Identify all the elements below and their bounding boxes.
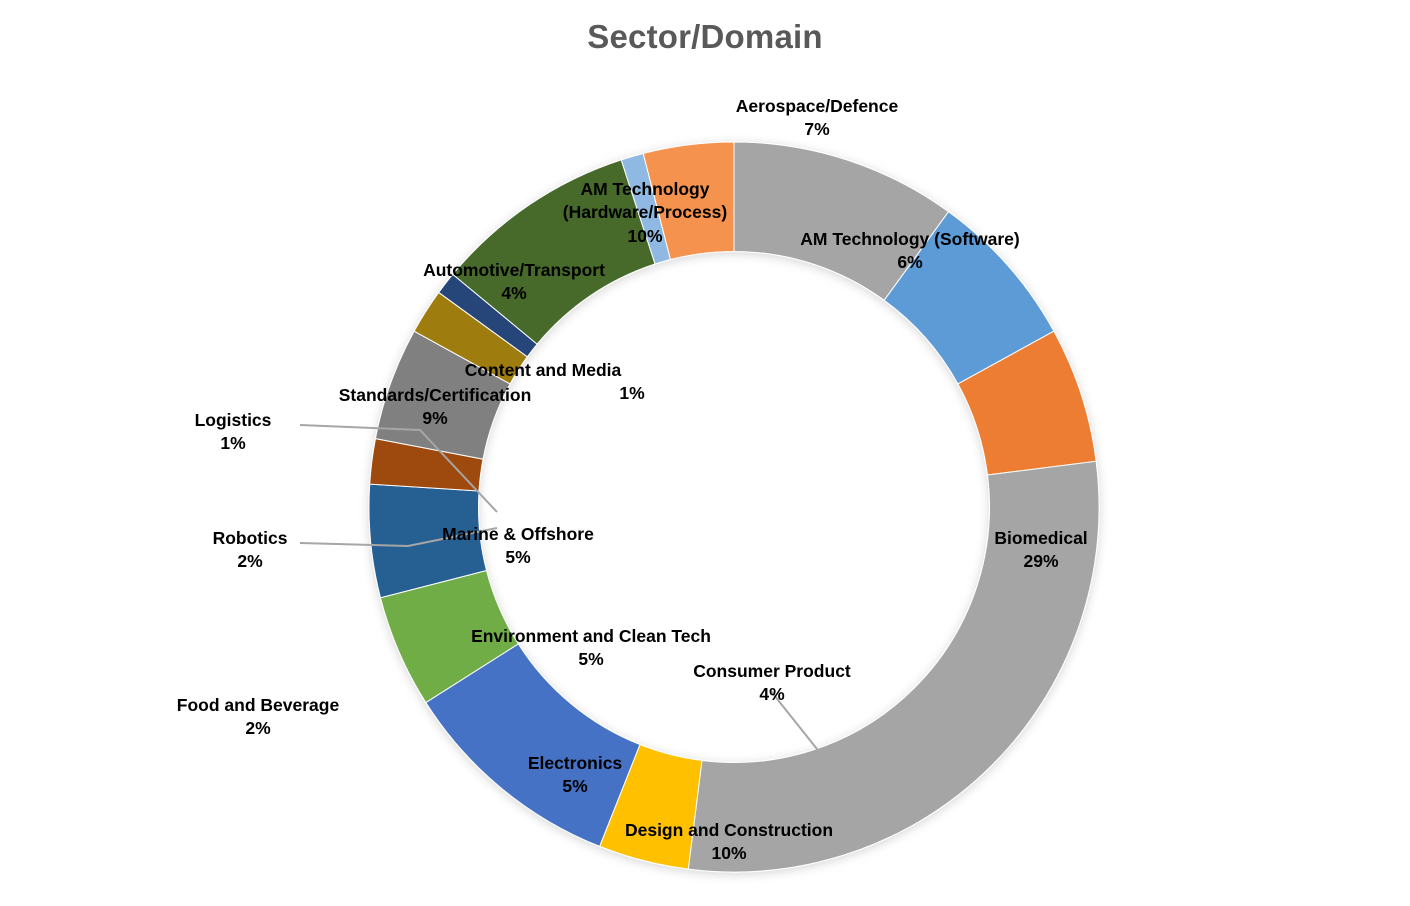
slice-label-food-and-beverage: Food and Beverage 2% [176, 695, 340, 739]
slice-label-standards-certification: Standards/Certification 9% [338, 385, 532, 429]
slice-label-biomedical: Biomedical 29% [994, 528, 1088, 572]
leader-line-consumer-product [769, 689, 853, 794]
slice-label-electronics: Electronics 5% [527, 753, 623, 797]
slice-automotive-transport[interactable] [642, 141, 735, 261]
leader-line-logistics [299, 424, 498, 513]
slice-label-automotive-transport: Automotive/Transport 4% [423, 260, 605, 304]
slice-label-consumer-product: Consumer Product 4% [693, 661, 851, 705]
slice-label-aerospace-defence: Aerospace/Defence 7% [735, 96, 899, 140]
slice-label-design-and-construction: Design and Construction 10% [624, 820, 834, 864]
slice-label-robotics: Robotics 2% [212, 528, 288, 572]
chart-title: Sector/Domain [587, 18, 823, 55]
slice-label-marine-and-offshore: Marine & Offshore 5% [442, 524, 594, 568]
leader-line-group [299, 424, 853, 794]
slice-label-environment-and-clean-tech: Environment and Clean Tech 5% [471, 626, 711, 670]
leader-line-robotics [299, 527, 498, 548]
slice-label-content-and-media: Content and Media 1% [464, 360, 645, 404]
slice-biomedical[interactable] [687, 460, 1100, 873]
slice-label-logistics: Logistics 1% [194, 410, 272, 454]
slice-label-am-technology-hardware-process: AM Technology (Hardware/Process) 10% [562, 179, 728, 246]
slice-group [368, 141, 1100, 873]
slice-label-am-technology-software: AM Technology (Software) 6% [800, 229, 1020, 273]
